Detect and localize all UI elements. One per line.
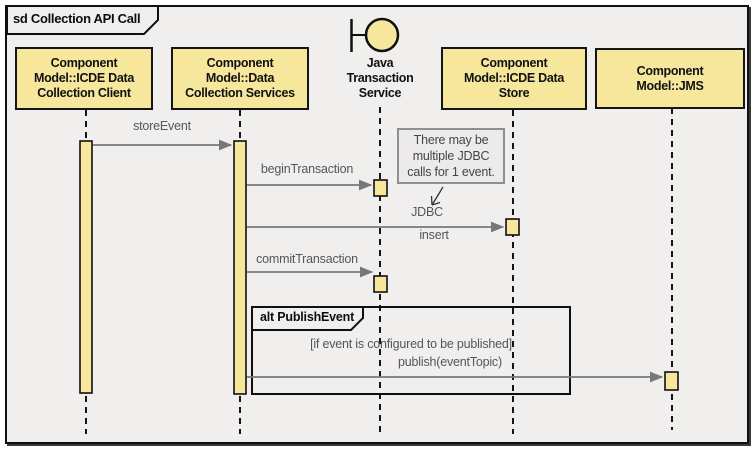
- lifeline-label-line: Component: [206, 56, 274, 70]
- lifeline-label-line: Service: [358, 86, 402, 100]
- lifeline-label-line: Store: [498, 86, 530, 100]
- lifeline-label-line: Component: [50, 56, 118, 70]
- message-storeevent-label: storeEvent: [133, 119, 191, 133]
- lifeline-head-data-collection-services: Component Model::Data Collection Service…: [171, 47, 309, 110]
- note-box: There may be multiple JDBC calls for 1 e…: [397, 128, 505, 184]
- frame-title: sd Collection API Call: [13, 11, 141, 26]
- message-insert-label: insert: [419, 228, 449, 242]
- lifeline-label-line: Model::ICDE Data: [33, 71, 135, 85]
- lifeline-label-line: Component: [636, 63, 704, 78]
- lifeline-label-line: Model::JMS: [636, 78, 704, 93]
- lifeline-label-line: Transaction: [346, 71, 414, 85]
- message-publish-label: publish(eventTopic): [398, 355, 502, 369]
- lifeline-label-line: Collection Client: [37, 86, 131, 100]
- lifeline-label-line: Model::ICDE Data: [463, 71, 565, 85]
- lifeline-head-icde-data-store: Component Model::ICDE Data Store: [441, 47, 587, 110]
- message-committransaction-label: commitTransaction: [256, 252, 358, 266]
- note-line: calls for 1 event.: [407, 165, 495, 179]
- alt-operator-label: alt PublishEvent: [260, 310, 355, 324]
- lifeline-head-java-transaction-service: Java Transaction Service: [335, 56, 425, 101]
- message-begintransaction-label: beginTransaction: [260, 162, 354, 176]
- note-line: multiple JDBC: [412, 149, 490, 163]
- lifeline-label-line: Model::Data: [205, 71, 275, 85]
- lifeline-head-jms: Component Model::JMS: [595, 48, 745, 109]
- alt-guard-label: [if event is configured to be published]: [310, 337, 512, 351]
- note-line: There may be: [413, 133, 489, 147]
- lifeline-label-line: Collection Services: [185, 86, 295, 100]
- lifeline-label-line: Java: [366, 56, 394, 70]
- lifeline-label-line: Component: [480, 56, 548, 70]
- message-jdbc-label: JDBC: [411, 205, 443, 219]
- lifeline-head-icde-data-collection-client: Component Model::ICDE Data Collection Cl…: [15, 47, 153, 110]
